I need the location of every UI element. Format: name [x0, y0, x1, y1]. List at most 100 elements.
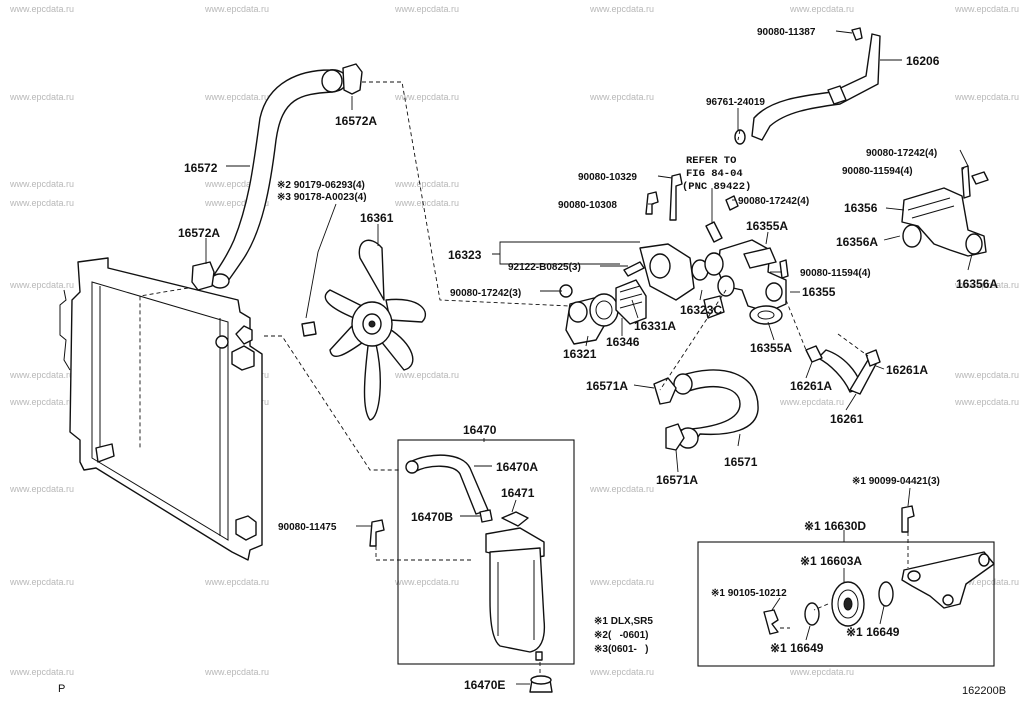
watermark: www.epcdata.ru	[789, 4, 854, 14]
label-16346: 16346	[606, 335, 640, 349]
watermark: www.epcdata.ru	[9, 577, 74, 587]
watermark: www.epcdata.ru	[394, 92, 459, 102]
label-16356: 16356	[844, 201, 878, 215]
label-16470E: 16470E	[464, 678, 505, 692]
refer-line-3: (PNC 89422)	[682, 181, 751, 193]
label-90080-11594-4-b: 90080-11594(4)	[842, 166, 913, 177]
watermark: www.epcdata.ru	[9, 92, 74, 102]
watermark: www.epcdata.ru	[789, 667, 854, 677]
refer-line-2: FIG 84-04	[686, 168, 743, 180]
cooling-fan	[301, 239, 427, 421]
label-90099-04421: ※1 90099-04421(3)	[852, 476, 940, 487]
label-90179-06293: ※2 90179-06293(4)	[277, 180, 365, 191]
watermark: www.epcdata.ru	[954, 92, 1019, 102]
watermark: www.epcdata.ru	[589, 484, 654, 494]
water-inlet-group	[559, 173, 739, 345]
label-16355A-top: 16355A	[746, 219, 788, 233]
label-90178-A0023: ※3 90178-A0023(4)	[277, 192, 367, 203]
label-90080-11475: 90080-11475	[278, 522, 337, 533]
label-16261A-left: 16261A	[790, 379, 832, 393]
part-labels: 16572A 16572 16572A ※2 90179-06293(4) ※3…	[178, 27, 998, 692]
label-16471: 16471	[501, 486, 535, 500]
label-90080-17242-3: 90080-17242(3)	[450, 288, 521, 299]
label-16572: 16572	[184, 161, 218, 175]
label-16572A-top: 16572A	[335, 114, 377, 128]
lower-radiator-hose	[653, 369, 759, 451]
label-16572A-bottom: 16572A	[178, 226, 220, 240]
watermark: www.epcdata.ru	[394, 577, 459, 587]
label-16323: 16323	[448, 248, 482, 262]
idler-pulley-box	[697, 505, 995, 667]
radiator-drawing	[59, 257, 263, 561]
note-3: ※3(0601- )	[594, 644, 649, 655]
water-outlet-group	[704, 239, 789, 325]
label-90080-10308: 90080-10308	[558, 200, 617, 211]
corner-label-left: P	[58, 683, 65, 695]
reservoir-box	[397, 439, 575, 665]
label-16571A-top: 16571A	[586, 379, 628, 393]
label-90080-17242-4-a: 90080-17242(4)	[738, 196, 809, 207]
label-16470A: 16470A	[496, 460, 538, 474]
label-16261A-right: 16261A	[886, 363, 928, 377]
watermark: www.epcdata.ru	[589, 4, 654, 14]
label-16206: 16206	[906, 54, 940, 68]
upper-radiator-hose	[191, 63, 363, 291]
watermark: www.epcdata.ru	[204, 577, 269, 587]
label-16470B: 16470B	[411, 510, 453, 524]
label-16323C: 16323C	[680, 303, 722, 317]
watermark: www.epcdata.ru	[9, 484, 74, 494]
label-90080-11387: 90080-11387	[757, 27, 816, 38]
bolt-90080-11475	[369, 519, 385, 547]
watermark: www.epcdata.ru	[954, 4, 1019, 14]
label-16571A-bottom: 16571A	[656, 473, 698, 487]
watermark: www.epcdata.ru	[394, 179, 459, 189]
watermark: www.epcdata.ru	[954, 280, 1019, 290]
label-16571: 16571	[724, 455, 758, 469]
label-16355A-bottom: 16355A	[750, 341, 792, 355]
watermark: www.epcdata.ru	[394, 4, 459, 14]
watermark: www.epcdata.ru	[9, 397, 74, 407]
footnotes: ※1 DLX,SR5 ※2( -0601) ※3(0601- )	[594, 616, 653, 655]
label-16261: 16261	[830, 412, 864, 426]
label-90105-10212: ※1 90105-10212	[711, 588, 787, 599]
watermark: www.epcdata.ru	[9, 179, 74, 189]
watermark: www.epcdata.ru	[9, 4, 74, 14]
label-16356A-right: 16356A	[956, 277, 998, 291]
watermark-layer: www.epcdata.ru www.epcdata.ru www.epcdat…	[9, 4, 1019, 677]
label-16603A: ※1 16603A	[800, 554, 862, 568]
watermark: www.epcdata.ru	[394, 198, 459, 208]
label-16361: 16361	[360, 211, 394, 225]
watermark: www.epcdata.ru	[954, 577, 1019, 587]
note-1: ※1 DLX,SR5	[594, 616, 653, 627]
watermark: www.epcdata.ru	[9, 198, 74, 208]
label-90080-10329: 90080-10329	[578, 172, 637, 183]
label-16355: 16355	[802, 285, 836, 299]
watermark: www.epcdata.ru	[779, 397, 844, 407]
label-96761-24019: 96761-24019	[706, 97, 765, 108]
figure-code: 162200B	[962, 685, 1006, 697]
label-16649-left: ※1 16649	[770, 641, 824, 655]
watermark: www.epcdata.ru	[204, 179, 269, 189]
label-92122-B0825: 92122-B0825(3)	[508, 262, 581, 273]
watermark: www.epcdata.ru	[9, 370, 74, 380]
watermark: www.epcdata.ru	[204, 198, 269, 208]
watermark: www.epcdata.ru	[204, 667, 269, 677]
label-16470: 16470	[463, 423, 497, 437]
label-16630D: ※1 16630D	[804, 519, 866, 533]
watermark: www.epcdata.ru	[394, 370, 459, 380]
watermark: www.epcdata.ru	[204, 4, 269, 14]
watermark: www.epcdata.ru	[589, 577, 654, 587]
leader-lines	[139, 30, 973, 685]
label-16356A-left: 16356A	[836, 235, 878, 249]
label-16321: 16321	[563, 347, 597, 361]
watermark: www.epcdata.ru	[589, 667, 654, 677]
label-90080-11594-4-a: 90080-11594(4)	[800, 268, 871, 279]
reservoir-cap	[529, 675, 553, 693]
watermark: www.epcdata.ru	[589, 92, 654, 102]
bypass-pipe	[734, 27, 881, 145]
label-16649-right: ※1 16649	[846, 625, 900, 639]
bypass-hose	[805, 345, 881, 395]
watermark: www.epcdata.ru	[954, 370, 1019, 380]
label-16331A: 16331A	[634, 319, 676, 333]
watermark: www.epcdata.ru	[954, 397, 1019, 407]
